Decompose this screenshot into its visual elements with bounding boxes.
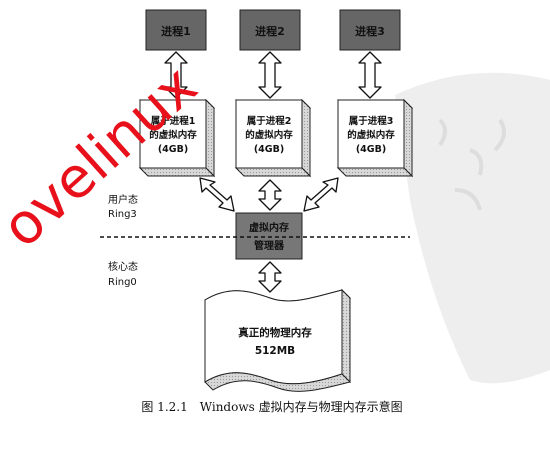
- arrow-memory-vmm: [199, 177, 339, 212]
- physical-memory-box: 真正的物理内存 512MB: [204, 288, 351, 392]
- memory-3-line-3: (4GB): [356, 144, 386, 155]
- physical-line-1: 真正的物理内存: [238, 326, 312, 339]
- memory-3-line-1: 属于进程3: [349, 115, 394, 127]
- memory-1-line-2: 的虚拟内存: [149, 129, 197, 141]
- vmm-box: 虚拟内存 管理器: [235, 212, 303, 260]
- memory-2-line-3: (4GB): [254, 144, 284, 155]
- memory-1-line-1: 属于进程1: [151, 115, 196, 127]
- process-box-2: 进程2: [239, 9, 301, 51]
- kernel-mode-label: 核心态: [108, 260, 138, 273]
- process-label-3: 进程3: [355, 24, 385, 38]
- vmm-line-1: 虚拟内存: [249, 221, 289, 234]
- process-box-3: 进程3: [339, 9, 401, 51]
- memory-box-1: 属于进程1 的虚拟内存 (4GB): [138, 98, 216, 178]
- process-box-1: 进程1: [145, 9, 207, 51]
- memory-3-line-2: 的虚拟内存: [347, 129, 395, 141]
- process-label-2: 进程2: [255, 24, 285, 38]
- memory-box-3: 属于进程3 的虚拟内存 (4GB): [336, 98, 414, 178]
- memory-2-line-2: 的虚拟内存: [245, 129, 293, 141]
- memory-2-line-1: 属于进程2: [247, 115, 292, 127]
- user-mode-label: 用户态: [108, 193, 138, 206]
- kernel-ring-label: Ring0: [108, 277, 137, 288]
- memory-box-2: 属于进程2 的虚拟内存 (4GB): [234, 98, 312, 178]
- vmm-line-2: 管理器: [254, 239, 285, 252]
- background-stamp: [395, 72, 550, 384]
- memory-1-line-3: (4GB): [158, 144, 188, 155]
- arrow-vmm-physical: [258, 261, 282, 293]
- process-label-1: 进程1: [161, 24, 191, 38]
- physical-line-2: 512MB: [255, 345, 295, 357]
- figure-caption: 图 1.2.1 Windows 虚拟内存与物理内存示意图: [141, 399, 402, 414]
- arrow-process-memory: [164, 51, 382, 99]
- user-ring-label: Ring3: [108, 209, 137, 220]
